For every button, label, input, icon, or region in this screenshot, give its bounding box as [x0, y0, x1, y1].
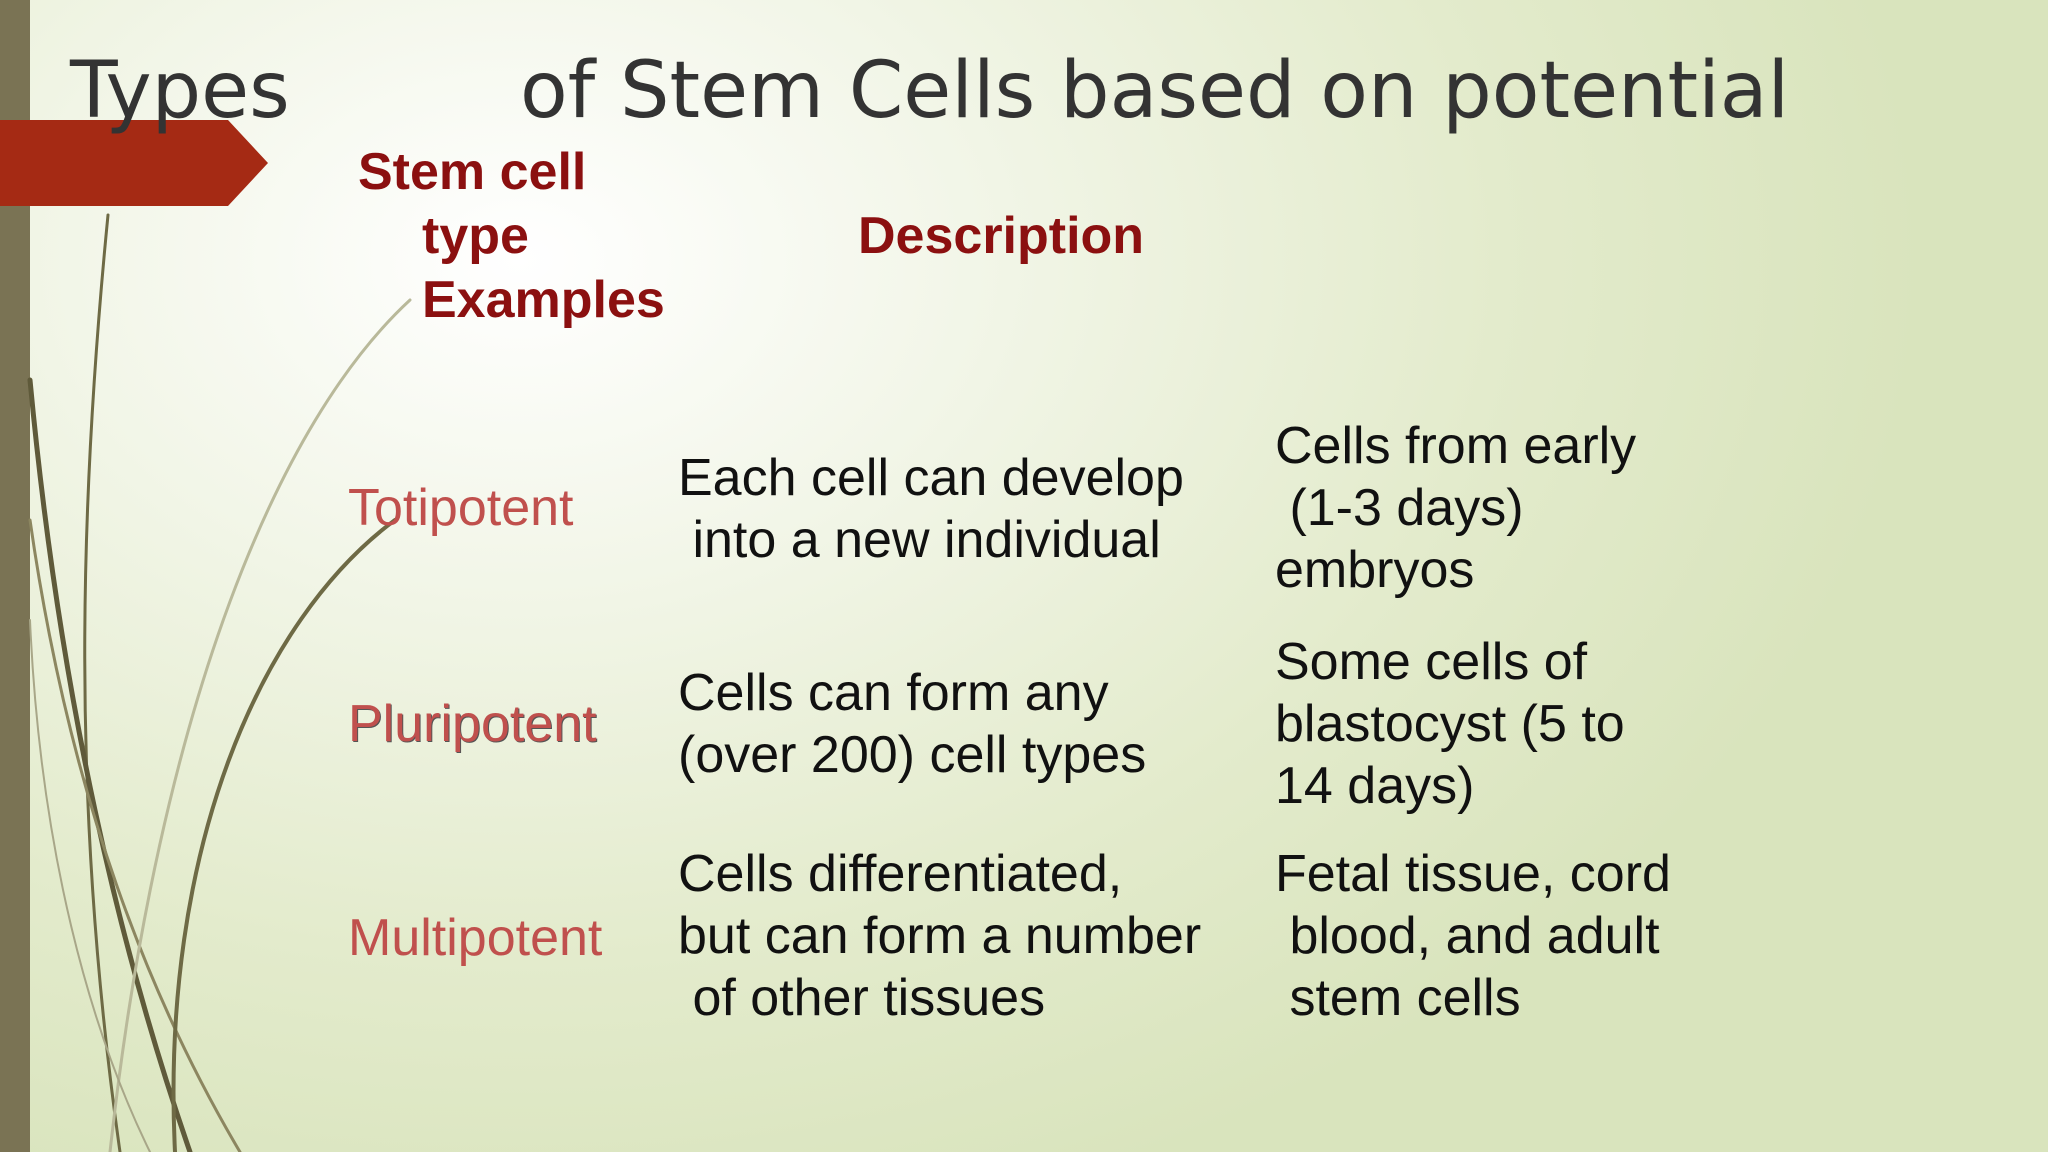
row-type-pluripotent: Pluripotent [348, 695, 597, 753]
row-type-multipotent: Multipotent [348, 909, 603, 967]
row-examples-pluripotent: Some cells of blastocyst (5 to 14 days) [1275, 633, 1625, 815]
row-examples-multipotent: Fetal tissue, cord blood, and adult stem… [1275, 845, 1671, 1027]
row-description-totipotent: Each cell can develop into a new individ… [678, 449, 1184, 569]
header-type: type [422, 207, 529, 265]
header-stem-cell: Stem cell [358, 143, 587, 201]
row-description-multipotent: Cells differentiated, but can form a num… [678, 845, 1202, 1027]
row-examples-totipotent: Cells from early (1-3 days) embryos [1275, 417, 1637, 599]
header-description: Description [858, 207, 1145, 265]
row-type-totipotent: Totipotent [348, 479, 574, 537]
slide-title-part1: Types [70, 46, 290, 136]
header-examples: Examples [422, 271, 665, 329]
title-accent-arrow [0, 120, 268, 206]
slide-title-part2: of Stem Cells based on potential [520, 46, 1790, 136]
row-description-pluripotent: Cells can form any (over 200) cell types [678, 664, 1147, 784]
